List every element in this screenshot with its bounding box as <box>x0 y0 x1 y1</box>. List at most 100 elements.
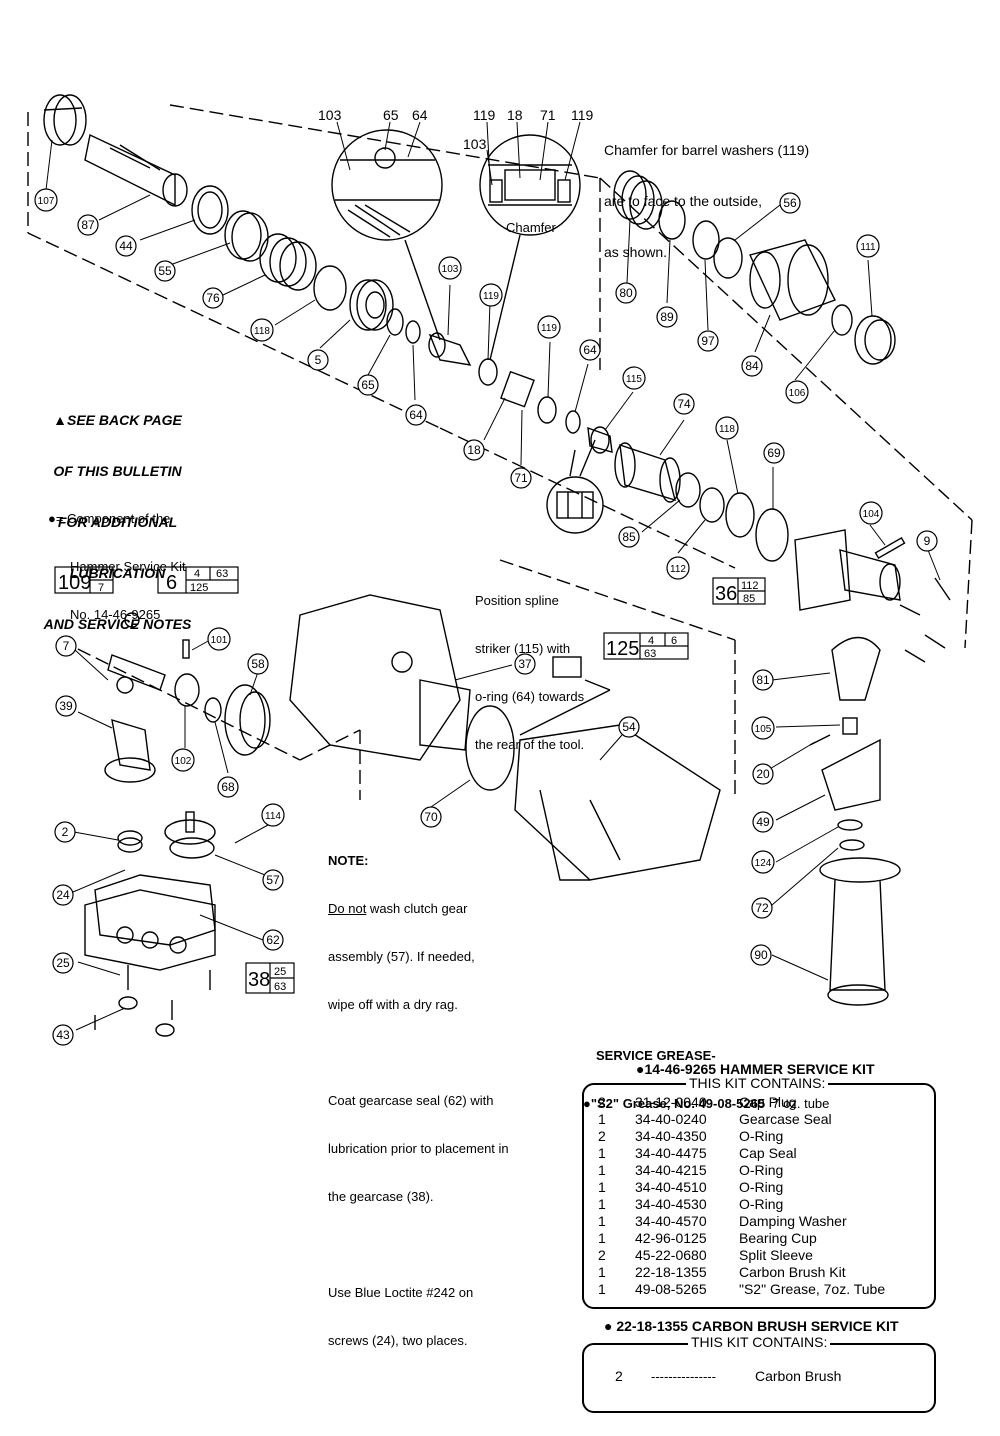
callout-25: 25 <box>52 952 74 974</box>
part-125-pad <box>552 656 582 678</box>
callout-label: 111 <box>860 242 876 253</box>
part-87-spindle <box>84 133 188 207</box>
label-119a: 119 <box>473 107 496 123</box>
callout-85: 85 <box>618 526 640 548</box>
label-119b: 119 <box>571 107 594 123</box>
part-65-ring <box>386 308 404 336</box>
component-note-line: ●= Component of the <box>48 511 171 526</box>
part-64b-oring <box>565 410 581 434</box>
callout-70: 70 <box>420 806 442 828</box>
callout-label: 68 <box>221 780 235 794</box>
label-18: 18 <box>507 107 523 123</box>
callout-label: 87 <box>81 218 95 232</box>
callout-label: 7 <box>63 639 70 653</box>
callout-118: 118 <box>715 416 739 440</box>
box-125-top: 4 <box>648 635 654 647</box>
kit-cell-part: 34-40-4530 <box>635 1196 707 1212</box>
kit-cell-part: 22-18-1355 <box>635 1264 707 1280</box>
callout-90: 90 <box>750 944 772 966</box>
box-6-top2: 63 <box>216 568 228 580</box>
callout-44: 44 <box>115 235 137 257</box>
note-line-1-rest: wash clutch gear <box>366 901 468 916</box>
kit-cell-desc: Gearcase Seal <box>739 1111 832 1127</box>
part-43-cup <box>118 996 138 1010</box>
part-49-bracket <box>821 738 881 811</box>
zoom-detail-bearing <box>331 129 443 241</box>
brush-kit-title: ● 22-18-1355 CARBON BRUSH SERVICE KIT <box>604 1318 899 1334</box>
kit-cell-part: 34-40-4215 <box>635 1162 707 1178</box>
callout-39: 39 <box>55 695 77 717</box>
label-103: 103 <box>318 107 342 123</box>
part-72-ring <box>839 839 865 851</box>
part-9-screws <box>899 577 951 663</box>
back-page-note-line: OF THIS BULLETIN <box>53 463 182 479</box>
callout-74: 74 <box>673 393 695 415</box>
callout-43: 43 <box>52 1024 74 1046</box>
brush-kit-desc: Carbon Brush <box>755 1368 842 1384</box>
callout-label: 65 <box>361 378 375 392</box>
callout-label: 106 <box>789 388 806 399</box>
part-44-ring <box>191 185 229 235</box>
kit-cell-qty: 2 <box>598 1128 606 1144</box>
callout-87: 87 <box>77 214 99 236</box>
callout-label: 124 <box>755 858 772 869</box>
kit-cell-part: 31-12-0040 <box>635 1094 707 1110</box>
kit-cell-desc: Cap Plug <box>739 1094 797 1110</box>
callout-64: 64 <box>579 339 601 361</box>
part-81-clamp <box>831 636 881 701</box>
callout-20: 20 <box>752 763 774 785</box>
box-38-sub: 63 <box>274 981 286 993</box>
reference-boxes <box>54 566 766 994</box>
callout-label: 103 <box>442 264 459 275</box>
label-chamfer: Chamfer <box>506 220 557 235</box>
callout-114: 114 <box>261 803 285 827</box>
note-line: lubrication prior to placement in <box>328 1141 509 1156</box>
callout-label: 55 <box>158 264 172 278</box>
box-109-main: 109 <box>58 572 91 594</box>
callout-58: 58 <box>247 653 269 675</box>
chamfer-note-line: as shown. <box>604 244 668 260</box>
hammer-kit-contains: THIS KIT CONTAINS: <box>686 1075 829 1091</box>
box-125-main: 125 <box>606 638 639 660</box>
callout-label: 102 <box>175 756 192 767</box>
grease-line: ●"S2" Grease, No. 49-08-5265 7 oz. tube <box>583 1096 829 1112</box>
part-103-striker <box>428 332 472 366</box>
callout-118: 118 <box>250 318 274 342</box>
kit-cell-desc: Bearing Cup <box>739 1230 817 1246</box>
kit-cell-part: 49-08-5265 <box>635 1281 707 1297</box>
callout-label: 44 <box>119 239 133 253</box>
kit-cell-desc: "S2" Grease, 7oz. Tube <box>739 1281 886 1297</box>
box-38-main: 38 <box>248 969 270 991</box>
kit-cell-desc: O-Ring <box>739 1128 784 1144</box>
part-89-ring <box>658 200 686 240</box>
callout-label: 64 <box>409 408 423 422</box>
callout-64: 64 <box>405 404 427 426</box>
callout-label: 64 <box>583 343 597 357</box>
callout-65: 65 <box>357 374 379 396</box>
callout-72: 72 <box>751 897 773 919</box>
zoom-detail-spline <box>546 476 604 534</box>
kit-cell-qty: 1 <box>598 1196 606 1212</box>
callout-7: 7 <box>55 635 77 657</box>
box-6-sub: 125 <box>190 582 208 594</box>
callout-label: 101 <box>211 635 228 646</box>
part-74-sleeve <box>614 442 681 503</box>
callout-54: 54 <box>618 716 640 738</box>
callout-9: 9 <box>916 530 938 552</box>
chamfer-note-line: are to face to the outside, <box>604 193 762 209</box>
part-56-ring <box>713 237 743 279</box>
box-38-top: 25 <box>274 966 286 978</box>
callout-label: 20 <box>756 767 770 781</box>
part-101-pin <box>182 639 190 659</box>
callout-102: 102 <box>171 748 195 772</box>
service-note: NOTE: Do not wash clutch gear assembly (… <box>328 821 509 1365</box>
callout-label: 49 <box>756 815 770 829</box>
note-underline: Do not <box>328 901 367 916</box>
back-page-note-line: AND SERVICE NOTES <box>43 616 192 632</box>
kit-cell-desc: O-Ring <box>739 1162 784 1178</box>
spline-note-line: the rear of the tool. <box>475 737 585 752</box>
